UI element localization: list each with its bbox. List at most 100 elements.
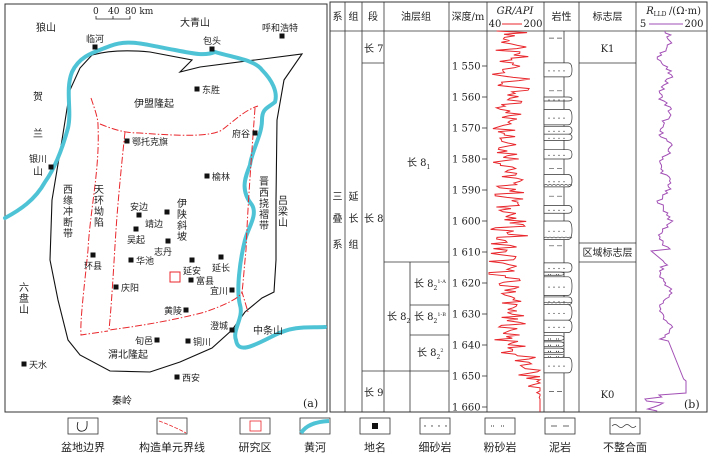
panel-label-a: (a) bbox=[303, 397, 318, 410]
place-marker-icon bbox=[128, 257, 134, 263]
header-rlld: R bbox=[645, 6, 654, 17]
legend-label: 构造单元界线 bbox=[139, 440, 205, 454]
system-label: 三 叠 系 bbox=[333, 192, 343, 251]
fine-sandstone-bed bbox=[543, 319, 573, 333]
place-label: 呼和浩特 bbox=[262, 22, 298, 34]
header-gr-max: 200 bbox=[523, 19, 542, 30]
siltstone-bed bbox=[543, 341, 565, 347]
place-label: 安边 bbox=[130, 201, 148, 213]
marker-k1: K1 bbox=[601, 44, 615, 55]
oil-group-c821b-sup: 1-B bbox=[437, 312, 446, 318]
place-marker-icon bbox=[229, 327, 235, 333]
place-marker-icon bbox=[204, 173, 210, 179]
place-marker-icon bbox=[164, 209, 170, 215]
place-label: 黄陵 bbox=[164, 305, 182, 317]
scale-end: 80 km bbox=[125, 7, 154, 17]
system-char: 叠 bbox=[333, 213, 343, 225]
legend-label: 不整合面 bbox=[603, 440, 647, 454]
depth-tick-label: 1 590 bbox=[452, 186, 481, 197]
fine-sandstone-bed bbox=[543, 62, 573, 78]
place-name-icon bbox=[372, 423, 378, 429]
place-marker-icon bbox=[165, 238, 171, 244]
region-label: 贺 bbox=[33, 91, 43, 103]
place-marker-icon bbox=[183, 307, 189, 313]
region-label: 吕梁山 bbox=[276, 195, 288, 228]
legend-label: 研究区 bbox=[239, 440, 272, 454]
place-marker-icon bbox=[90, 252, 96, 258]
legend-item: 泥岩 bbox=[544, 417, 576, 454]
depth-tick-label: 1 650 bbox=[452, 372, 481, 383]
member-c9: 长 9 bbox=[364, 387, 384, 399]
place-label: 华池 bbox=[136, 255, 154, 267]
place-label: 庆阳 bbox=[121, 282, 139, 294]
legend-item: 细砂岩 bbox=[419, 417, 452, 454]
unconformity-icon bbox=[543, 301, 573, 304]
region-label: 天环坳陷 bbox=[92, 184, 104, 228]
place-marker-icon bbox=[113, 284, 119, 290]
region-label: 大青山 bbox=[180, 16, 210, 29]
oil-group-c81: 长 8 bbox=[407, 157, 427, 169]
svg-text:长 82: 长 82 bbox=[387, 311, 411, 325]
scale-mid: 40 bbox=[108, 7, 120, 17]
header-depth: 深度/m bbox=[452, 10, 485, 23]
header-r-min: 5 bbox=[640, 19, 646, 30]
system-char: 系 bbox=[333, 239, 343, 251]
place-label: 天水 bbox=[29, 359, 47, 371]
unconformity-icon bbox=[611, 424, 637, 428]
study-area-icon bbox=[249, 420, 262, 432]
place-label: 府谷 bbox=[232, 128, 250, 140]
marker-regional: 区域标志层 bbox=[583, 246, 633, 259]
region-label: 山 bbox=[33, 166, 43, 178]
place-label: 富县 bbox=[196, 275, 214, 287]
region-label: 中条山 bbox=[253, 324, 283, 337]
member-c8: 长 8 bbox=[364, 213, 384, 225]
legend-label: 黄河 bbox=[304, 440, 326, 454]
header-gr: GR/API bbox=[497, 6, 535, 17]
legend-item: 地名 bbox=[359, 417, 391, 454]
region-label: 狼山 bbox=[36, 21, 56, 34]
place-label: 志丹 bbox=[154, 246, 172, 258]
header-system: 系 bbox=[333, 11, 343, 23]
depth-tick-label: 1 560 bbox=[452, 93, 481, 104]
legend-item: 粉砂岩 bbox=[484, 417, 517, 454]
oil-group-c821a-sup: 1-A bbox=[437, 279, 446, 285]
oil-group-c821a: 长 8 bbox=[414, 278, 434, 290]
study-area bbox=[169, 271, 181, 283]
member-labels: 长 7 长 8 长 9 bbox=[364, 43, 384, 399]
region-label: 兰 bbox=[33, 127, 43, 140]
legend-item: 不整合面 bbox=[603, 417, 647, 454]
oil-group-labels: 长 81 长 82 长 821-A 长 821-B 长 822 bbox=[387, 157, 446, 361]
map-frame bbox=[4, 3, 328, 413]
place-marker-icon bbox=[209, 46, 215, 52]
fine-sandstone-bed bbox=[543, 126, 573, 135]
place-marker-icon bbox=[185, 338, 191, 344]
fine-sandstone-icon bbox=[424, 425, 447, 427]
depth-tick-label: 1 580 bbox=[452, 155, 481, 166]
region-label: 伊陕斜坡 bbox=[175, 198, 187, 242]
legend-label: 盆地边界 bbox=[61, 440, 105, 454]
place-label: 榆林 bbox=[212, 171, 230, 183]
legend-label: 泥岩 bbox=[549, 440, 571, 454]
region-label: 西缘冲断带 bbox=[61, 184, 73, 239]
fine-sandstone-bed bbox=[543, 296, 573, 306]
header-group: 组 bbox=[349, 10, 359, 23]
header-gr-min: 40 bbox=[489, 19, 502, 30]
fine-sandstone-bed bbox=[543, 149, 573, 160]
gr-curve bbox=[488, 30, 542, 412]
place-label: 铜川 bbox=[193, 336, 211, 348]
region-labels: 狼山大青山贺兰山伊盟隆起西缘冲断带天环坳陷伊陕斜坡晋西挠褶带吕梁山六盘山中条山渭… bbox=[17, 16, 288, 407]
lithology-column bbox=[543, 31, 573, 412]
place-label: 东胜 bbox=[202, 84, 220, 96]
siltstone-bed bbox=[543, 353, 565, 358]
group-char: 延 bbox=[349, 191, 359, 203]
rlld-curve bbox=[644, 30, 687, 412]
fine-sandstone-bed bbox=[543, 133, 573, 141]
panel-label-b: (b) bbox=[684, 398, 700, 411]
region-label: 伊盟隆起 bbox=[134, 97, 174, 110]
place-marker-icon bbox=[189, 257, 195, 263]
fine-sandstone-bed bbox=[543, 109, 573, 126]
unconformity-icon bbox=[543, 236, 573, 239]
header-rlld-unit: /(Ω·m) bbox=[669, 6, 701, 17]
place-label: 旬邑 bbox=[135, 335, 153, 347]
yellow-river bbox=[3, 40, 327, 350]
